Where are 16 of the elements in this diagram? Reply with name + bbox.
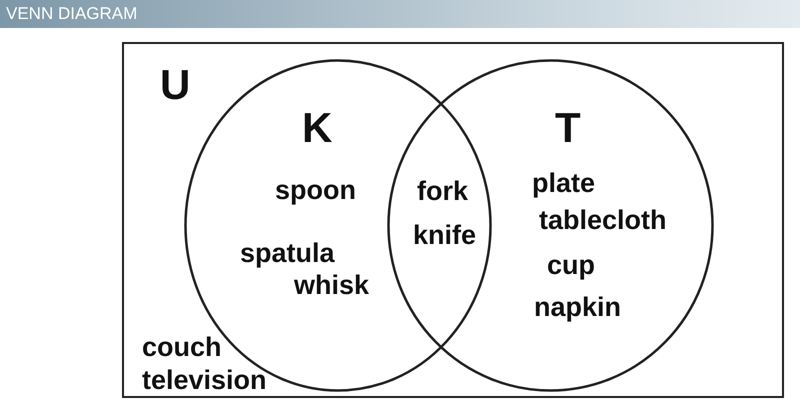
set-element-label: cup bbox=[547, 252, 596, 279]
set-element-label: knife bbox=[413, 222, 476, 249]
set-element-label: spatula bbox=[240, 240, 335, 267]
set-element-label: plate bbox=[532, 170, 596, 197]
set-element-label: whisk bbox=[294, 272, 370, 299]
set-element-label: napkin bbox=[534, 294, 622, 321]
set-element-label: spoon bbox=[275, 177, 356, 204]
set-name: K bbox=[302, 107, 332, 149]
set-name: U bbox=[160, 64, 190, 106]
set-element-label: tablecloth bbox=[539, 207, 667, 234]
set-name: T bbox=[555, 107, 581, 149]
set-element-label: fork bbox=[417, 178, 468, 205]
set-element-label: television bbox=[142, 367, 267, 394]
set-element-label: couch bbox=[142, 334, 222, 361]
universal-set-box bbox=[122, 42, 784, 398]
title-bar: VENN DIAGRAM bbox=[0, 0, 800, 28]
